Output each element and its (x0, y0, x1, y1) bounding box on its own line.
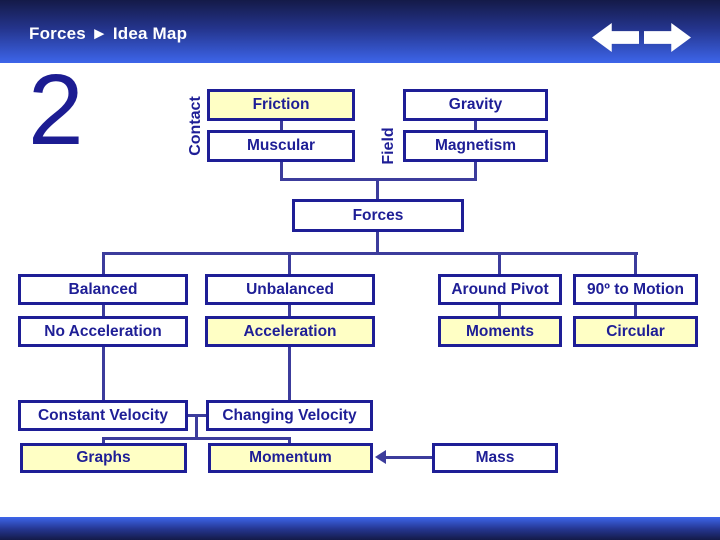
box-unbalanced: Unbalanced (205, 274, 375, 305)
mass-to-momentum-arrow-line (384, 456, 432, 459)
connector (195, 414, 198, 437)
left-arrow-icon (592, 23, 639, 52)
box-forces: Forces (292, 199, 464, 232)
box-friction: Friction (207, 89, 355, 121)
connector (102, 437, 105, 444)
bottom-bar (0, 517, 720, 540)
box-90-to-motion: 90º to Motion (573, 274, 698, 305)
connector (102, 304, 105, 316)
box-graphs: Graphs (20, 443, 187, 473)
connector (474, 121, 477, 131)
box-no-acceleration: No Acceleration (18, 316, 188, 347)
connector (376, 178, 379, 199)
connector (102, 252, 638, 255)
box-gravity: Gravity (403, 89, 548, 121)
connector (498, 304, 501, 316)
box-balanced: Balanced (18, 274, 188, 305)
box-acceleration: Acceleration (205, 316, 375, 347)
box-momentum: Momentum (208, 443, 373, 473)
connector (102, 437, 291, 440)
box-constant-velocity: Constant Velocity (18, 400, 188, 431)
connector (634, 252, 637, 274)
mass-to-momentum-arrowhead-icon (375, 450, 386, 464)
connector (288, 304, 291, 316)
connector (102, 347, 105, 400)
connector (280, 121, 283, 131)
connector (288, 252, 291, 274)
connector (288, 347, 291, 400)
connector (102, 252, 105, 274)
slide-number: 2 (28, 54, 84, 166)
connector (634, 304, 637, 316)
box-muscular: Muscular (207, 130, 355, 162)
title-bar: Forces ► Idea Map (0, 0, 720, 63)
box-magnetism: Magnetism (403, 130, 548, 162)
box-changing-velocity: Changing Velocity (206, 400, 373, 431)
box-mass: Mass (432, 443, 558, 473)
connector (498, 252, 501, 274)
right-arrow-icon (644, 23, 691, 52)
box-around-pivot: Around Pivot (438, 274, 562, 305)
field-group-label: Field (380, 127, 397, 165)
contact-group-label: Contact (187, 96, 204, 156)
connector (280, 162, 283, 181)
box-moments: Moments (438, 316, 562, 347)
connector (288, 437, 291, 444)
slide-title: Forces ► Idea Map (29, 24, 188, 43)
connector (376, 232, 379, 255)
prev-slide-button[interactable] (592, 23, 639, 52)
connector (474, 162, 477, 181)
next-slide-button[interactable] (644, 23, 691, 52)
box-circular: Circular (573, 316, 698, 347)
